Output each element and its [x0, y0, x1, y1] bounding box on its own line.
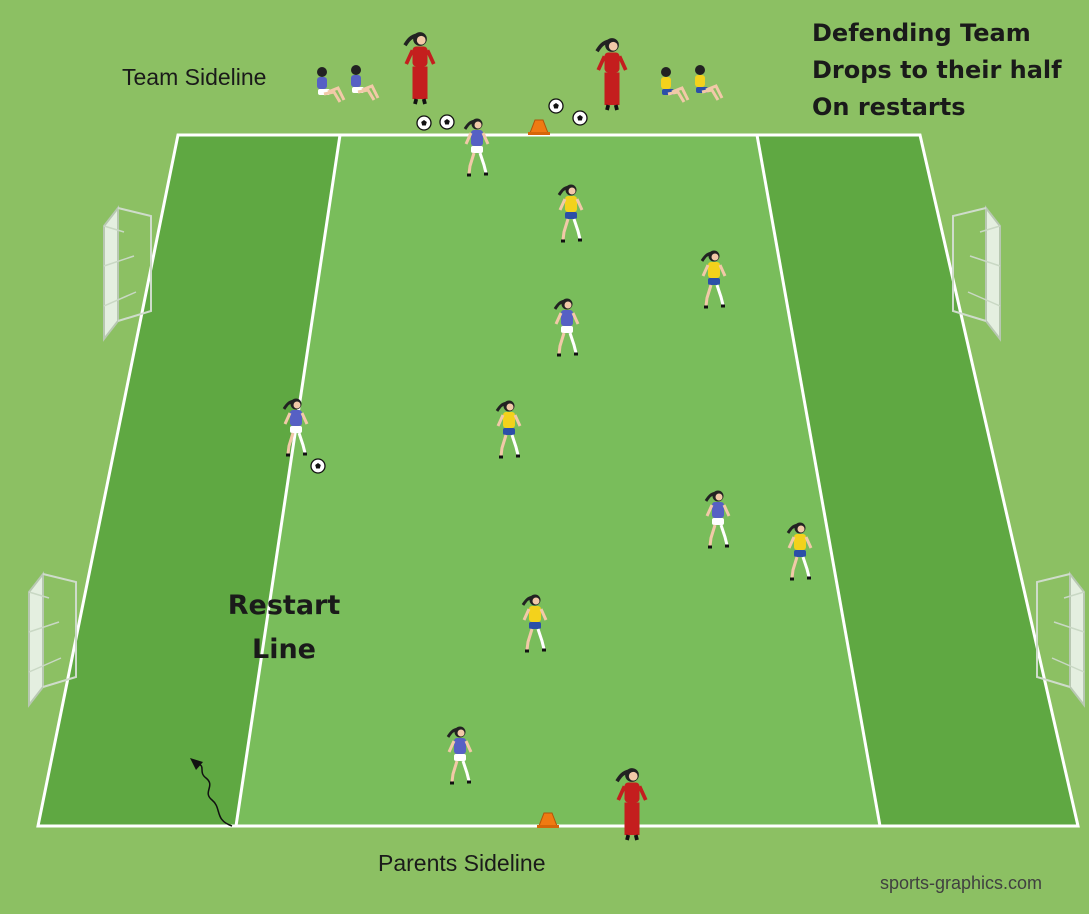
- note-line: On restarts: [812, 93, 966, 121]
- movement-arrow-icon: [190, 758, 233, 827]
- field-lines: [36, 133, 1080, 828]
- restart-zone-left: [38, 135, 340, 826]
- player-icon: [557, 184, 584, 243]
- player-icon: [661, 67, 690, 103]
- restart-zone-right: [757, 135, 1078, 826]
- coach-icon: [615, 768, 648, 841]
- credit-text: sports-graphics.com: [880, 873, 1043, 893]
- player-icon: [282, 398, 309, 457]
- note-line: Defending Team: [812, 19, 1031, 47]
- coach-icon: [403, 32, 436, 105]
- note-line: Drops to their half: [812, 56, 1062, 84]
- defending-team-note: Defending Team Drops to their half On re…: [812, 15, 1062, 126]
- player-icon: [446, 726, 473, 785]
- player-icon: [463, 118, 490, 177]
- player-icon: [553, 298, 580, 357]
- player-icon: [351, 65, 380, 101]
- team-sideline-label: Team Sideline: [122, 64, 267, 90]
- player-icon: [495, 400, 522, 459]
- player-icon: [521, 594, 548, 653]
- player-icon: [695, 65, 724, 101]
- restart-line-word: Restart: [227, 590, 341, 621]
- restart-line-label: Restart Line: [222, 584, 346, 672]
- parents-sideline-label: Parents Sideline: [378, 850, 546, 876]
- player-icon: [786, 522, 813, 581]
- restart-line-word: Line: [252, 634, 316, 665]
- player-icon: [704, 490, 731, 549]
- player-icon: [317, 67, 346, 103]
- player-icon: [700, 250, 727, 309]
- coach-icon: [595, 38, 628, 111]
